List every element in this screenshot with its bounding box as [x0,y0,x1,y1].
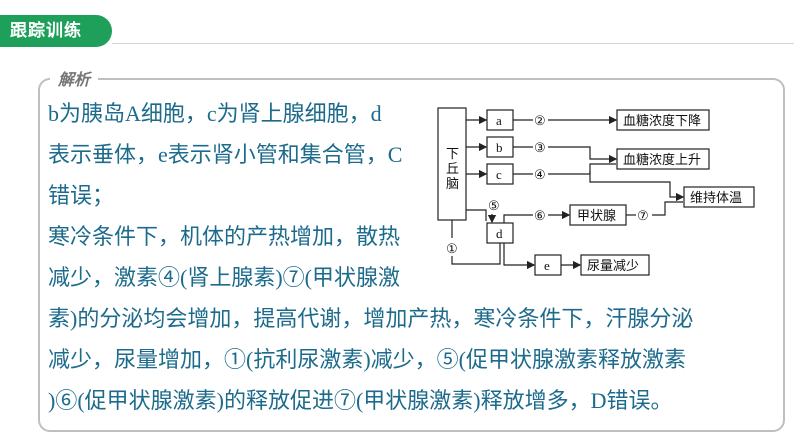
signal-5: ⑤ [488,198,500,213]
signal-7: ⑦ [637,208,649,223]
node-d-label: d [496,226,503,241]
section-title: 跟踪训练 [10,21,82,41]
panel-label: 解析 [50,66,99,90]
thyroid-label: 甲状腺 [577,208,616,223]
temperature-box [683,186,755,208]
signal-2: ② [534,113,546,128]
urine-box [580,254,650,276]
signal-1-line [451,243,501,265]
header-divider [112,43,794,44]
text-line-6: 素)的分泌均会增加，提高代谢，增加产热，寒冷条件下，汗腺分泌 [48,306,694,331]
hypothalamus-char-1: 下 [446,146,459,161]
glucose-down-box [616,109,710,131]
signal-7-to-temperature [652,201,683,216]
signal-4: ④ [534,167,546,182]
hypothalamus-char-3: 脑 [446,176,459,191]
regulation-diagram: 下 丘 脑 a ② 血糖浓度下降 b ③ 血糖浓度上升 c ④ 维持体温 ⑤ d… [437,107,755,276]
node-b-label: b [496,140,503,155]
text-line-1: b为胰岛A细胞，c为肾上腺细胞，d [48,101,382,126]
glucose-down-label: 血糖浓度下降 [623,113,701,128]
signal-6: ⑥ [534,208,546,223]
section-tab: 跟踪训练 [0,15,112,47]
d-to-e [503,243,536,270]
hypothalamus-box [437,107,467,221]
glucose-up-label: 血糖浓度上升 [623,152,701,167]
temperature-label: 维持体温 [690,190,742,205]
b-to-glucose-up [548,146,618,164]
explanation-panel [38,78,785,432]
text-line-4: 寒冷条件下，机体的产热增加，散热 [48,224,401,249]
text-line-3: 错误； [48,183,115,208]
text-line-5: 减少，激素④(肾上腺素)⑦(甲状腺激 [48,265,400,290]
c-to-glucose-up [589,163,616,174]
glucose-up-box [616,148,710,170]
text-line-8: )⑥(促甲状腺激素)的释放促进⑦(甲状腺激素)释放增多，D错误。 [48,388,673,413]
text-line-7: 减少，尿量增加，①(抗利尿激素)减少，⑤(促甲状腺激素释放激素 [48,347,686,372]
hypothalamus-to-d-line [466,209,487,221]
node-c-label: c [496,167,502,182]
text-line-2: 表示垂体，e表示肾小管和集合管，C [48,142,403,167]
c-to-temperature [589,174,685,202]
node-a-label: a [496,113,502,128]
signal-3: ③ [534,140,546,155]
signal-1: ① [446,241,458,256]
urine-label: 尿量减少 [587,258,639,273]
hypothalamus-char-2: 丘 [446,161,459,176]
d-out-line [503,214,533,223]
node-e-label: e [544,258,550,273]
